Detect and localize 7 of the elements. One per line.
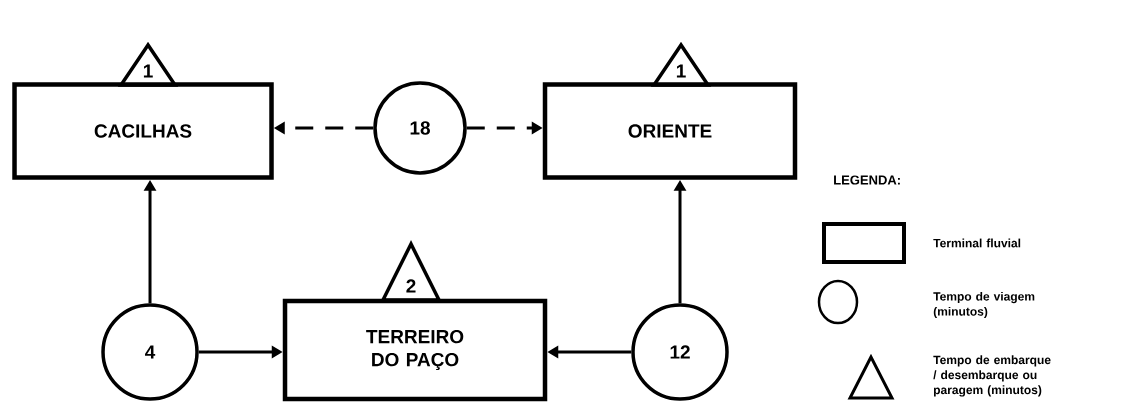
terminal-box: ORIENTE (542, 82, 798, 180)
terminal-box: CACILHAS (12, 82, 274, 180)
legend-heading: LEGENDA: (834, 175, 900, 185)
legend-text: Tempo de embarque / desembarque ou paragem (minutos) (933, 355, 1051, 397)
terminal-box: TERREIRO DO PAÇO (282, 298, 548, 402)
legend-text: Tempo de viagem (minutos) (933, 291, 1035, 319)
legend-text: Terminal fluvial (933, 238, 1021, 248)
